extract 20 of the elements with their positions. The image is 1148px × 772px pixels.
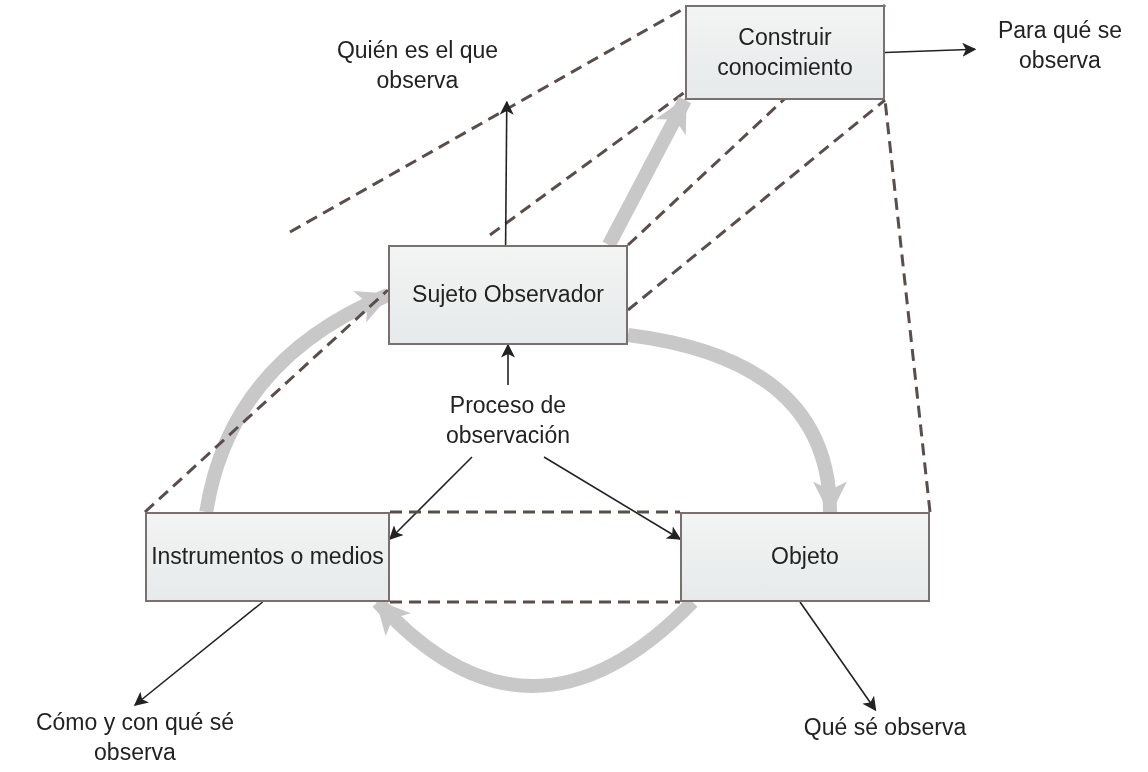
arrow — [501, 343, 515, 386]
process-box: Objeto — [680, 512, 930, 602]
annotation-text: Para qué se observa — [975, 8, 1145, 83]
dashed-line — [390, 510, 680, 514]
annotation-text: Quién es el que observa — [300, 30, 535, 102]
process-box: Sujeto Observador — [388, 245, 628, 345]
annotation-text: Cómo y con qué sé observa — [15, 705, 255, 771]
dashed-line — [390, 600, 680, 604]
process-box: Construir conocimiento — [685, 5, 885, 100]
process-box: Instrumentos o medios — [145, 512, 390, 602]
arrow — [884, 42, 977, 57]
dashed-line — [627, 98, 886, 312]
annotation-text: Proceso de observación — [418, 385, 598, 457]
annotation-text: Qué sé observa — [790, 710, 980, 746]
arrow — [133, 601, 264, 706]
dashed-line — [144, 288, 389, 514]
arrow — [499, 100, 514, 246]
arrow — [543, 456, 682, 540]
arrow — [799, 601, 877, 712]
arrow — [389, 456, 473, 540]
